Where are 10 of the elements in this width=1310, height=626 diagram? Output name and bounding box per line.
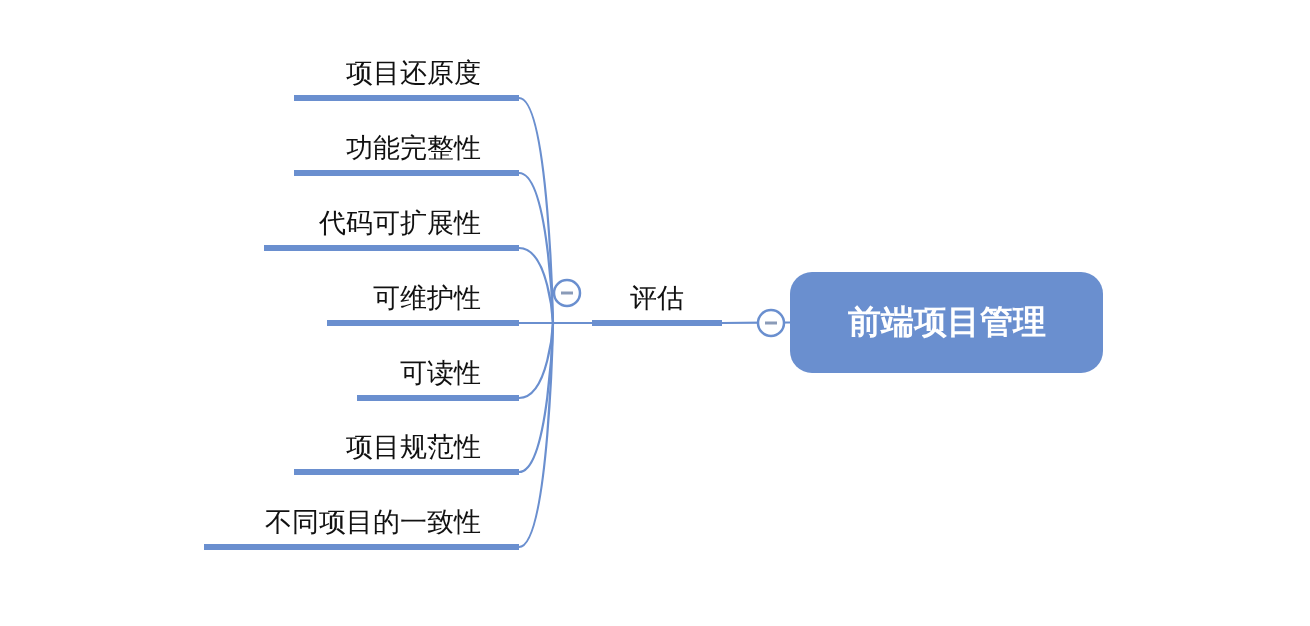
topic-text: 可维护性 [373, 281, 481, 315]
topic-text: 可读性 [400, 356, 481, 390]
topic-text: 项目规范性 [346, 430, 481, 464]
topic-text: 功能完整性 [346, 131, 481, 165]
root-topic-box: 前端项目管理 [790, 272, 1103, 373]
topic-text: 代码可扩展性 [319, 206, 481, 240]
topic-text: 项目还原度 [346, 56, 481, 90]
topic-text: 评估 [630, 281, 684, 315]
topic-text: 不同项目的一致性 [265, 505, 481, 539]
connector-line [518, 321, 592, 548]
